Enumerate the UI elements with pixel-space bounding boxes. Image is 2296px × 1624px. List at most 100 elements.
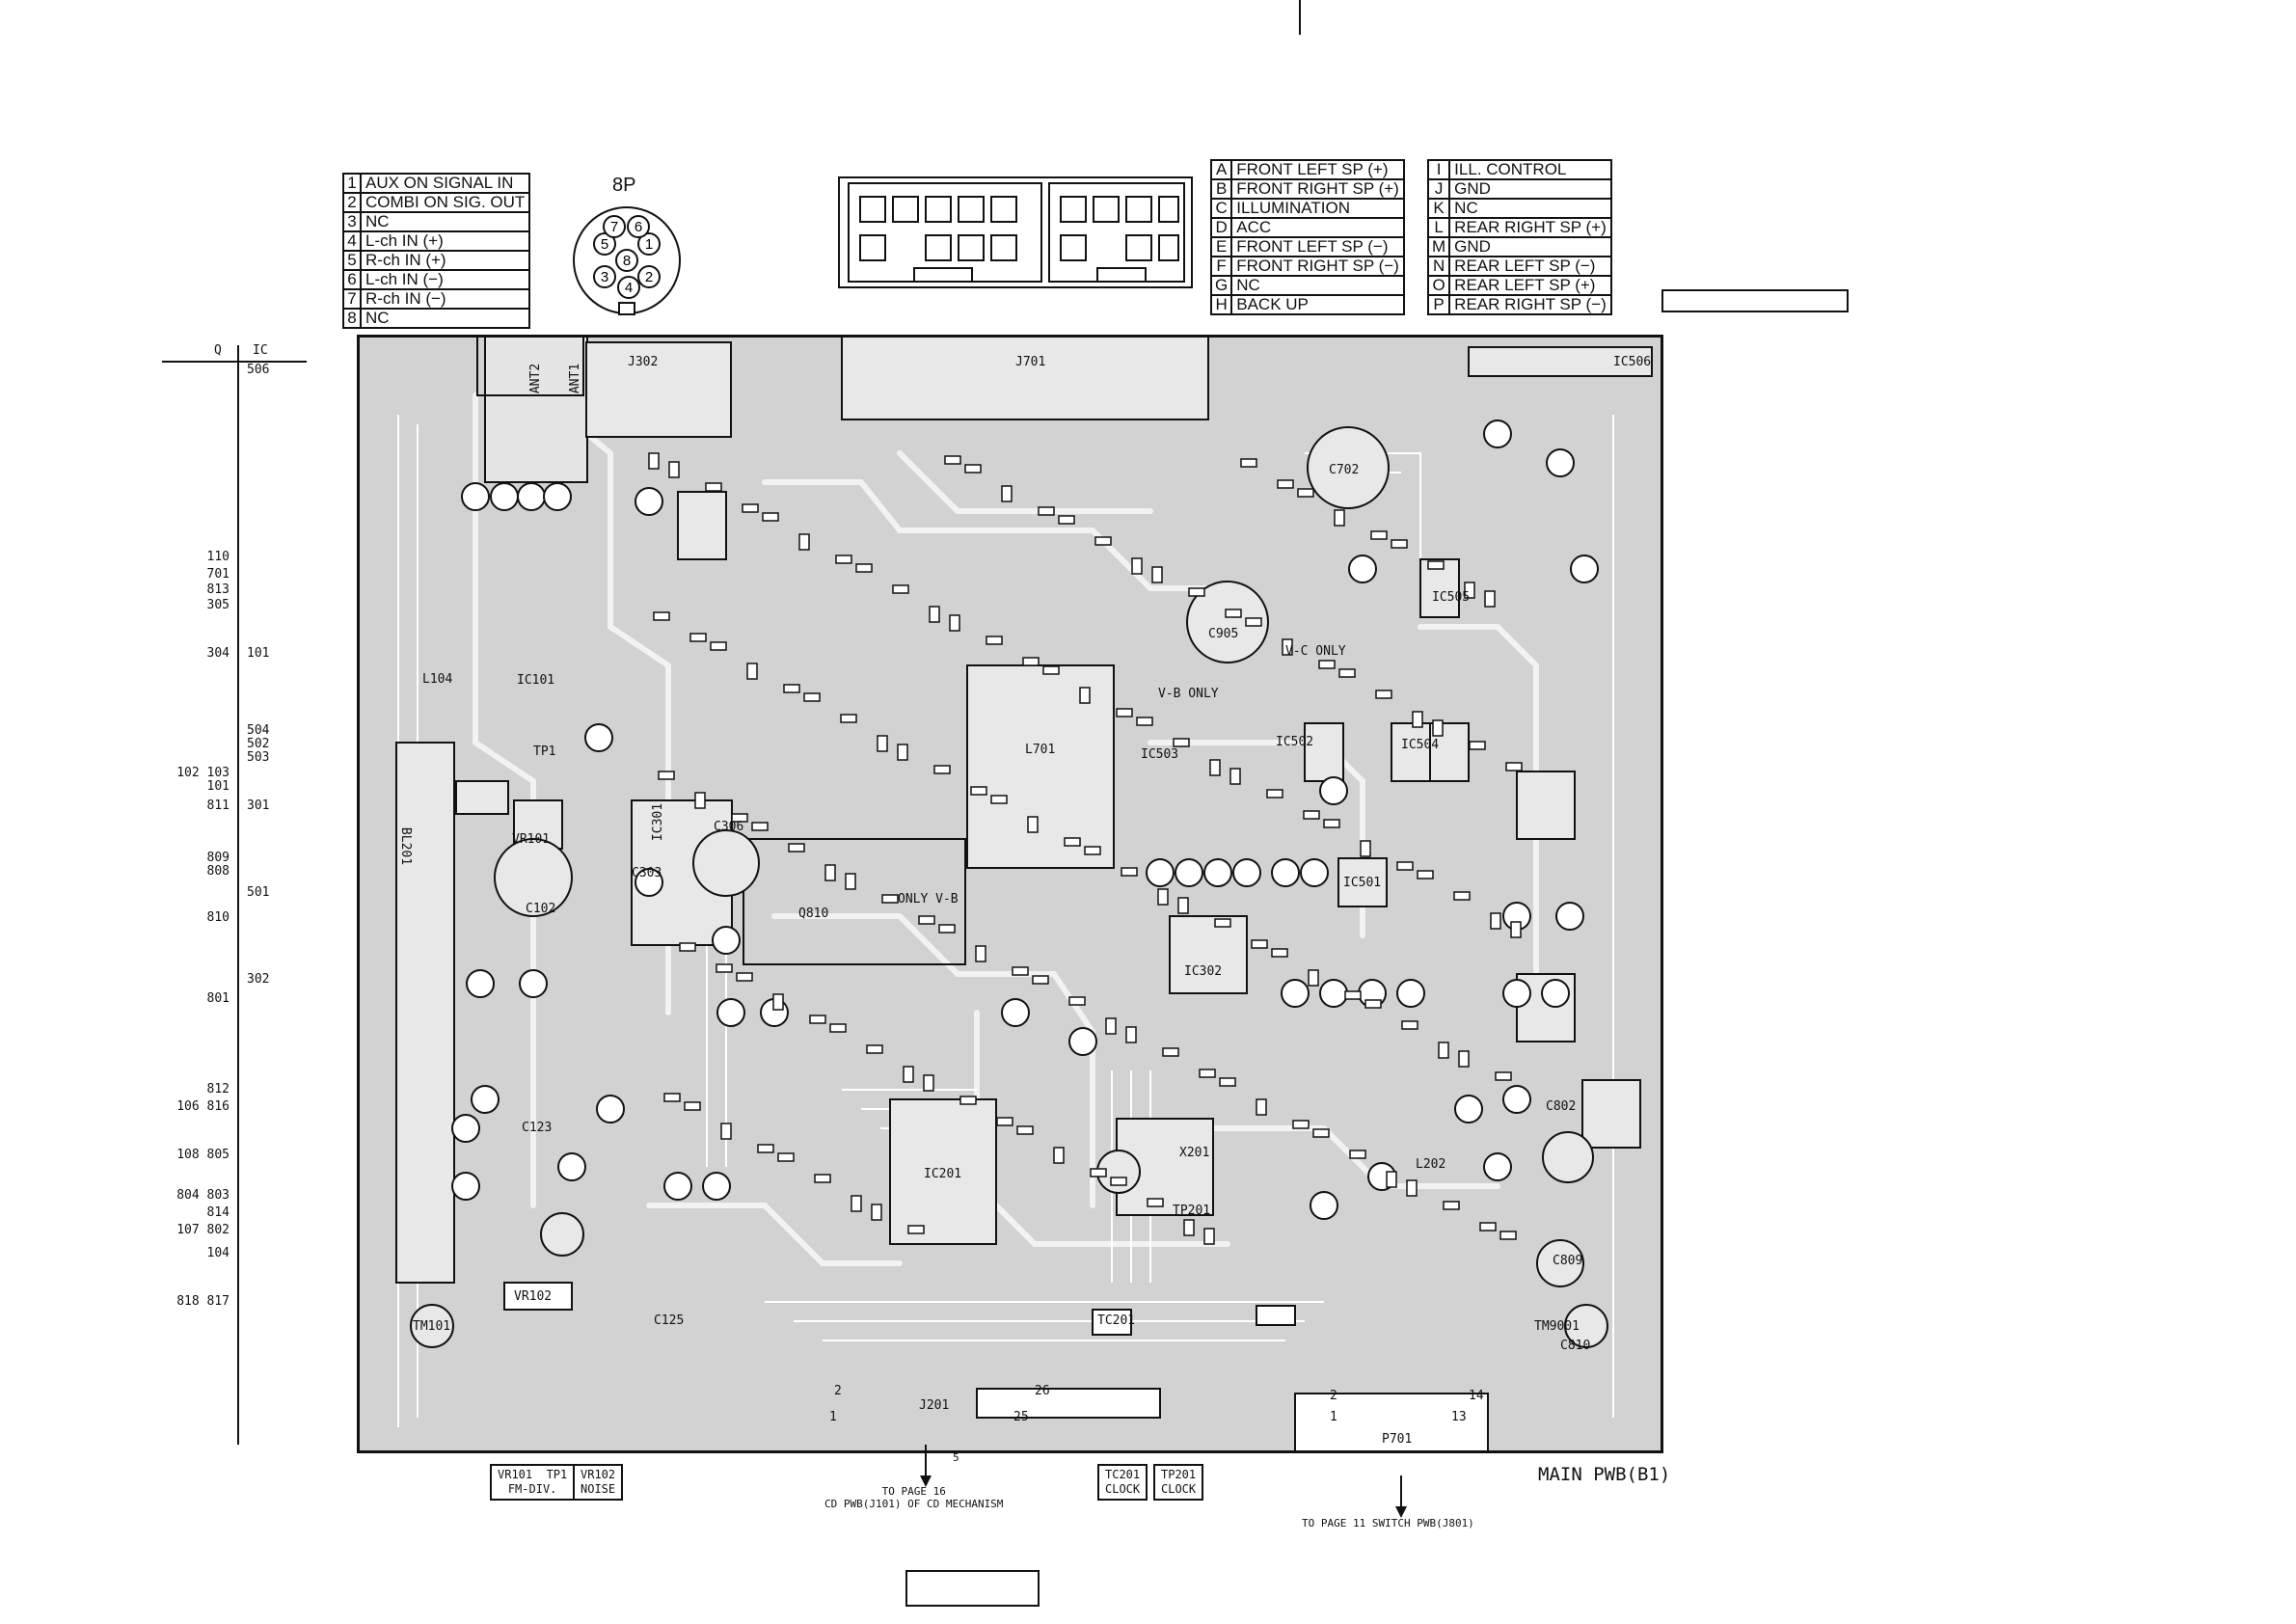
pin8-label: NC	[359, 308, 531, 329]
din-pin	[615, 249, 638, 272]
side-index-ic: 301	[247, 798, 270, 813]
label-ic301: IC301	[651, 802, 666, 842]
label-vr101: VR101	[512, 832, 551, 847]
resistor-mark	[1225, 609, 1242, 618]
pin8-key: 2	[342, 192, 362, 213]
pin8-label: R-ch IN (+)	[359, 250, 531, 271]
arrow-to-switch-pwb	[1395, 1475, 1407, 1518]
j201-pin-1: 1	[829, 1410, 837, 1424]
side-index-q: 108 805	[176, 1148, 230, 1162]
capacitor-mark	[557, 1152, 586, 1181]
pin8-label: NC	[359, 211, 531, 232]
resistor-mark	[877, 735, 888, 752]
capacitor-mark	[1232, 858, 1261, 887]
capacitor-mark	[1310, 1191, 1338, 1220]
resistor-mark	[731, 813, 748, 823]
resistor-mark	[663, 1093, 681, 1102]
label-ic504: IC504	[1401, 738, 1440, 752]
resistor-mark	[1162, 1047, 1179, 1057]
resistor-mark	[959, 1096, 977, 1105]
resistor-mark	[996, 1117, 1013, 1126]
resistor-mark	[1417, 870, 1434, 880]
side-index-q: 812	[206, 1082, 230, 1096]
side-index-ic: 302	[247, 972, 270, 987]
speaker-right-key: J	[1426, 178, 1451, 200]
capacitor-mark	[466, 969, 495, 998]
din-pin-number: 3	[601, 269, 608, 285]
capacitor-mark	[1271, 858, 1300, 887]
side-index-ic: 501	[247, 885, 270, 900]
capacitor-mark	[490, 482, 519, 511]
speaker-left-key: A	[1209, 159, 1233, 180]
speaker-right-label: REAR LEFT SP (+)	[1448, 275, 1612, 296]
resistor-mark	[1277, 479, 1294, 489]
din-pin	[593, 232, 616, 256]
capacitor-mark	[451, 1114, 480, 1143]
resistor-mark	[840, 714, 857, 723]
resistor-mark	[835, 555, 852, 564]
side-index-q: 106 816	[176, 1099, 230, 1114]
resistor-mark	[1027, 816, 1039, 833]
resistor-mark	[1271, 948, 1288, 958]
label-c802: C802	[1546, 1099, 1577, 1114]
label-vr102: VR102	[514, 1289, 553, 1304]
resistor-mark	[1240, 458, 1257, 468]
resistor-mark	[1469, 741, 1486, 750]
capacitor-mark	[1541, 979, 1570, 1008]
capacitor-mark	[1175, 858, 1203, 887]
resistor-mark	[668, 461, 680, 478]
blank-label-box	[1661, 289, 1849, 312]
main-connector-outline	[838, 176, 1193, 288]
side-index-q: 818 817	[176, 1294, 230, 1309]
din-pin-number: 6	[635, 219, 642, 235]
cd-pwb-page-note: TO PAGE 16 CD PWB(J101) OF CD MECHANISM	[824, 1485, 1004, 1510]
resistor-mark	[679, 942, 696, 952]
resistor-mark	[742, 503, 759, 513]
label-c306: C306	[714, 820, 744, 834]
resistor-mark	[871, 1204, 882, 1221]
resistor-mark	[866, 1044, 883, 1054]
resistor-mark	[964, 464, 982, 474]
pin8-label: COMBI ON SIG. OUT	[359, 192, 531, 213]
capacitor-mark	[584, 723, 613, 752]
resistor-mark	[1245, 617, 1262, 627]
capacitor-mark	[1146, 858, 1175, 887]
label-l104: L104	[422, 672, 453, 687]
resistor-mark	[1157, 888, 1169, 906]
resistor-mark	[1370, 530, 1388, 540]
resistor-mark	[1090, 1168, 1107, 1177]
side-index-ic: 504	[247, 723, 270, 738]
resistor-mark	[1266, 789, 1283, 798]
resistor-mark	[1396, 861, 1414, 871]
label-p701: P701	[1382, 1432, 1413, 1447]
din-pin-number: 8	[623, 253, 631, 269]
speaker-left-label: ACC	[1230, 217, 1405, 238]
capacitor-mark	[1502, 979, 1531, 1008]
capacitor-mark	[1281, 979, 1310, 1008]
label-j701: J701	[1015, 355, 1046, 369]
resistor-mark	[746, 663, 758, 680]
resistor-mark	[1116, 708, 1133, 717]
resistor-mark	[1084, 846, 1101, 855]
resistor-mark	[1079, 687, 1091, 704]
speaker-right-label: GND	[1448, 178, 1612, 200]
resistor-mark	[1391, 539, 1408, 549]
din-pin-number: 7	[610, 219, 618, 235]
label-ic502: IC502	[1276, 735, 1314, 749]
label-c810: C810	[1560, 1339, 1591, 1353]
capacitor-mark	[596, 1095, 625, 1123]
side-index-q: 701	[206, 567, 230, 582]
resistor-mark	[1177, 897, 1189, 914]
resistor-mark	[1121, 867, 1138, 877]
pin8-key: 4	[342, 230, 362, 252]
side-index-q: 110	[206, 550, 230, 564]
